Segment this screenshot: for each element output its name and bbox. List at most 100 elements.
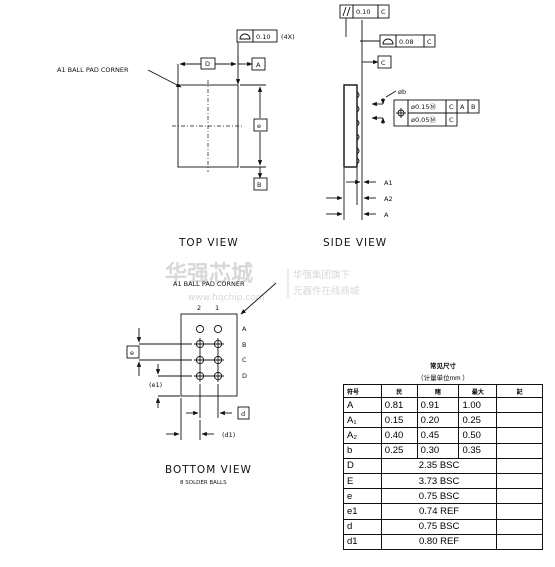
row-b-label: B bbox=[242, 341, 246, 349]
table-row: e 0.75 BSC bbox=[343, 488, 543, 505]
bottom-dim-e: e bbox=[126, 328, 192, 376]
header-note: 記 bbox=[496, 384, 543, 398]
bottom-dim-d1-label: (d1) bbox=[222, 431, 235, 439]
top-fcf-count: (4X) bbox=[281, 33, 295, 41]
bottom-view-sublabel: 8 SOLDER BALLS bbox=[180, 480, 227, 486]
side-view: 0.10 C 0.08 C C bbox=[323, 4, 480, 249]
pos2-value: ø0.05Ⓜ bbox=[411, 116, 436, 124]
row-value: 0.74 REF bbox=[380, 503, 498, 520]
bottom-view: A1 BALL PAD CORNER 2 1 A B C D bbox=[126, 280, 277, 486]
top-dim-e: e B bbox=[240, 84, 268, 191]
pos2-ref1: C bbox=[449, 116, 454, 124]
row-symbol: E bbox=[343, 472, 382, 490]
table-row: D 2.35 BSC bbox=[343, 457, 543, 474]
top-dim-d: D A bbox=[177, 56, 266, 83]
dim-d-label: D bbox=[205, 60, 210, 68]
top-callout-text: A1 BALL PAD CORNER bbox=[57, 66, 129, 74]
row-value: 0.75 BSC bbox=[380, 488, 498, 505]
table-row: A 0.81 0.91 1.00 bbox=[343, 396, 543, 414]
datum-c-box bbox=[377, 55, 392, 69]
table-row: d 0.75 BSC bbox=[343, 518, 543, 535]
table-row: A₁ 0.15 0.20 0.25 bbox=[343, 412, 543, 429]
bottom-view-body bbox=[180, 313, 238, 397]
top-fcf-value: 0.10 bbox=[256, 33, 270, 41]
row-symbol: e1 bbox=[343, 503, 382, 520]
dimension-table: 符号 民 睹 最大 記 A 0.81 0.91 1.00 A₁ 0.15 0.2… bbox=[343, 384, 543, 550]
watermark-line1: 华强集团旗下 bbox=[293, 269, 350, 281]
row-d-label: D bbox=[242, 372, 247, 380]
row-note bbox=[496, 412, 543, 429]
bottom-dim-d: d bbox=[186, 384, 250, 420]
col-1-label: 1 bbox=[215, 304, 219, 312]
row-symbol: d1 bbox=[343, 533, 382, 550]
top-fcf: 0.10 (4X) bbox=[235, 29, 295, 85]
table-unit: （计量单位mm ） bbox=[417, 375, 469, 382]
row-symbol: b bbox=[343, 442, 382, 459]
pos1-value: ø0.15Ⓜ bbox=[411, 103, 436, 111]
row-min: 0.15 bbox=[380, 412, 418, 429]
row-max: 1.00 bbox=[458, 396, 498, 414]
datum-a-box bbox=[251, 57, 266, 71]
row-note bbox=[496, 503, 543, 520]
watermark-brand: 华强芯城 bbox=[165, 261, 253, 287]
table-row: A₂ 0.40 0.45 0.50 bbox=[343, 427, 543, 444]
table-row: d1 0.80 REF bbox=[343, 533, 543, 550]
row-symbol: A₁ bbox=[343, 412, 382, 429]
row-min: 0.40 bbox=[380, 427, 418, 444]
datum-a-label: A bbox=[256, 61, 261, 69]
pos1-ref1: C bbox=[449, 103, 454, 111]
table-title: 常见尺寸 bbox=[430, 363, 456, 370]
bottom-callout-text: A1 BALL PAD CORNER bbox=[173, 280, 245, 288]
side-view-label: SIDE VIEW bbox=[323, 237, 387, 249]
row-note bbox=[496, 472, 543, 490]
pos1-ref2: A bbox=[460, 103, 465, 111]
row-value: 2.35 BSC bbox=[380, 457, 498, 474]
row-symbol: A₂ bbox=[343, 427, 382, 444]
dim-e-label: e bbox=[257, 122, 261, 130]
bottom-view-label: BOTTOM VIEW bbox=[165, 464, 252, 476]
row-min: 0.25 bbox=[380, 442, 418, 459]
row-note bbox=[496, 533, 543, 550]
row-symbol: D bbox=[343, 457, 382, 474]
top-callout-leader bbox=[147, 69, 182, 88]
profile-surface-icon-2 bbox=[382, 38, 394, 45]
side-fcf-parallel: 0.10 C bbox=[339, 4, 390, 37]
row-symbol: d bbox=[343, 518, 382, 535]
bottom-callout-leader bbox=[240, 282, 277, 315]
row-a-label: A bbox=[242, 325, 247, 333]
top-view: 0.10 (4X) D A A1 BALL PAD CORNER e bbox=[57, 29, 295, 249]
header-nom: 睹 bbox=[416, 384, 460, 398]
header-min: 民 bbox=[380, 384, 418, 398]
side-fcf-position: ø0.15Ⓜ C A B ø0.05Ⓜ C bbox=[393, 99, 480, 127]
side-solder-balls bbox=[356, 91, 360, 165]
row-nom: 0.45 bbox=[416, 427, 460, 444]
row-note bbox=[496, 518, 543, 535]
row-note bbox=[496, 457, 543, 474]
row-note bbox=[496, 396, 543, 414]
row-value: 3.73 BSC bbox=[380, 472, 498, 490]
side-fcf2-datum: C bbox=[427, 38, 432, 46]
bottom-dim-e1-label: (e1) bbox=[149, 381, 162, 389]
top-view-label: TOP VIEW bbox=[178, 237, 239, 249]
datum-b-label: B bbox=[257, 181, 261, 189]
bottom-dim-d1: (d1) bbox=[166, 398, 235, 440]
bottom-dim-e-label: e bbox=[130, 349, 134, 357]
side-fcf1-datum: C bbox=[381, 8, 386, 16]
header-symbol: 符号 bbox=[343, 384, 382, 398]
row-max: 0.25 bbox=[458, 412, 498, 429]
table-row: b 0.25 0.30 0.35 bbox=[343, 442, 543, 459]
col-2-label: 2 bbox=[197, 304, 201, 312]
row-symbol: e bbox=[343, 488, 382, 505]
dim-a-label: A bbox=[384, 211, 389, 219]
datum-c-label: C bbox=[381, 59, 386, 67]
header-max: 最大 bbox=[458, 384, 498, 398]
profile-surface-icon bbox=[239, 33, 251, 40]
watermark-url: www.hqchip.com bbox=[188, 293, 264, 303]
pos1-ref3: B bbox=[471, 103, 475, 111]
row-note bbox=[496, 442, 543, 459]
ball-diameter-label: øb bbox=[398, 88, 406, 96]
row-note bbox=[496, 427, 543, 444]
bottom-dim-e1: (e1) bbox=[149, 364, 192, 408]
table-row: e1 0.74 REF bbox=[343, 503, 543, 520]
parallelism-icon bbox=[342, 6, 347, 17]
